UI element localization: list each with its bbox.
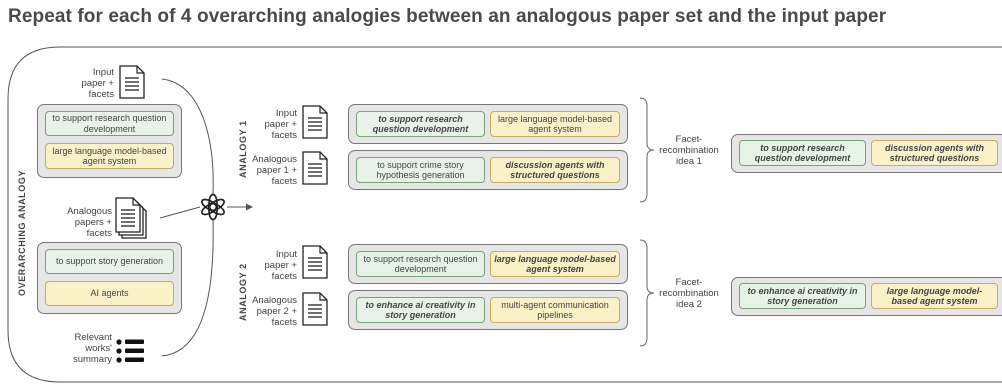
- idea-2-group: to enhance ai creativity in story genera…: [731, 277, 1002, 316]
- analogy-1-input-group: to support research question development…: [348, 104, 628, 144]
- mechanism-facet: large language model-based agent system: [45, 143, 174, 169]
- mechanism-facet: discussion agents with structured questi…: [490, 157, 620, 183]
- purpose-facet: to support research question development: [356, 251, 485, 277]
- document-icon: [302, 292, 328, 326]
- mechanism-facet: large language model-based agent system: [490, 251, 620, 277]
- analogy-2-analogous-label: Analogous paper 2 + facets: [252, 295, 297, 328]
- input-facets-group: to support research question development…: [37, 104, 182, 178]
- document-icon: [302, 105, 328, 139]
- mechanism-facet: AI agents: [45, 281, 174, 306]
- analogy-1-analogous-group: to support crime story hypothesis genera…: [348, 150, 628, 190]
- purpose-facet: to enhance ai creativity in story genera…: [356, 297, 485, 323]
- input-paper-label: Input paper + facets: [81, 67, 115, 100]
- purpose-facet: to support research question development: [356, 111, 485, 137]
- purpose-facet: to support research question development: [739, 140, 866, 166]
- purpose-facet: to enhance ai creativity in story genera…: [739, 283, 866, 309]
- input-curve: [161, 78, 214, 195]
- mechanism-facet: large language model-based agent system: [490, 111, 620, 137]
- idea-1-group: to support research question development…: [731, 134, 1002, 173]
- relevant-curve: [161, 219, 214, 357]
- document-icon: [302, 151, 328, 185]
- document-stack-icon: [115, 197, 147, 239]
- mechanism-facet: multi-agent communication pipelines: [490, 297, 620, 323]
- recombination-idea-1-label: Facet- recombination idea 1: [659, 134, 719, 167]
- analogy-2-input-label: Input paper + facets: [264, 249, 298, 282]
- analogy-1-input-label: Input paper + facets: [264, 108, 298, 141]
- openai-logo-icon: [201, 193, 225, 221]
- relevant-works-label: Relevant works' summary: [72, 332, 112, 365]
- purpose-facet: to support research question development: [45, 111, 174, 136]
- recombination-idea-2-label: Facet- recombination idea 2: [659, 277, 719, 310]
- diagram-title: Repeat for each of 4 overarching analogi…: [8, 6, 887, 27]
- brace-analogy-1: [639, 97, 655, 203]
- overarching-analogy-label: OVERARCHING ANALOGY: [17, 169, 27, 296]
- analogy-2-input-group: to support research question development…: [348, 244, 628, 284]
- analogous-papers-label: Analogous papers + facets: [67, 206, 112, 239]
- brace-analogy-2: [639, 239, 655, 347]
- analogy-1-analogous-label: Analogous paper 1 + facets: [252, 154, 297, 187]
- list-icon: [116, 339, 144, 363]
- analogous-facets-group: to support story generation AI agents: [37, 242, 182, 314]
- mechanism-facet: discussion agents with structured questi…: [871, 140, 998, 166]
- purpose-facet: to support story generation: [45, 249, 174, 274]
- document-icon: [302, 245, 328, 279]
- analogy-2-analogous-group: to enhance ai creativity in story genera…: [348, 290, 628, 330]
- analogous-line: [159, 206, 201, 219]
- overarching-frame: [7, 46, 1002, 383]
- mechanism-facet: large language model-based agent system: [871, 283, 998, 309]
- purpose-facet: to support crime story hypothesis genera…: [356, 157, 485, 183]
- document-icon: [119, 65, 145, 99]
